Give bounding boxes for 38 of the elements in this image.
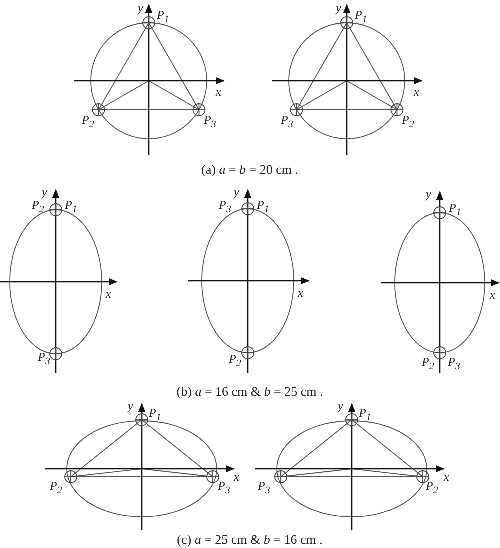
axis-label: x — [414, 86, 420, 99]
point-label: P$_{2}$ — [402, 114, 414, 132]
axis-label: x — [106, 288, 112, 301]
point-label: P$_{3}$ — [218, 480, 230, 498]
point-label: P$_{2}$ — [426, 480, 438, 498]
point-label: P$_{3}$ — [281, 114, 294, 132]
axis-label: x — [216, 86, 222, 99]
point-label: P$_{1}$ — [449, 202, 462, 220]
axis-label: y — [138, 2, 144, 15]
figure-caption: (b) a = 16 cm & b = 25 cm . — [176, 384, 324, 399]
axis-label: x — [234, 471, 240, 484]
axis-label: y — [426, 188, 432, 201]
axis-label: x — [298, 287, 304, 300]
point-label: P$_{2}$ — [82, 114, 94, 132]
axis-label: x — [444, 471, 450, 484]
point-label: P$_{2}$ — [50, 480, 62, 498]
figure-caption: (c) a = 25 cm & b = 16 cm . — [177, 532, 323, 547]
axis-label: y — [42, 186, 48, 199]
point-label: P$_{3}$ — [219, 199, 232, 216]
axis-label: y — [128, 400, 134, 413]
point-label: P$_{3}$ — [204, 114, 216, 132]
point-label: P$_{2}$ — [32, 199, 44, 216]
figure-caption: (a) a = b = 20 cm . — [202, 162, 298, 177]
axis-label: y — [336, 2, 342, 15]
point-label: P$_{1}$ — [359, 407, 372, 424]
point-label: P$_{1}$ — [157, 9, 170, 26]
axis-label: y — [338, 400, 344, 413]
point-label: P$_{3}$ — [448, 356, 460, 374]
point-label: P$_{3}$ — [258, 480, 270, 498]
point-label: P$_{1}$ — [149, 407, 162, 424]
axis-label: x — [490, 289, 496, 302]
point-label: P$_{2}$ — [422, 356, 434, 374]
axis-label: y — [234, 186, 240, 199]
point-label: P$_{2}$ — [229, 353, 242, 370]
point-label: P$_{1}$ — [65, 199, 78, 216]
point-label: P$_{1}$ — [257, 199, 270, 216]
point-label: P$_{3}$ — [38, 351, 50, 368]
point-label: P$_{1}$ — [355, 9, 368, 26]
